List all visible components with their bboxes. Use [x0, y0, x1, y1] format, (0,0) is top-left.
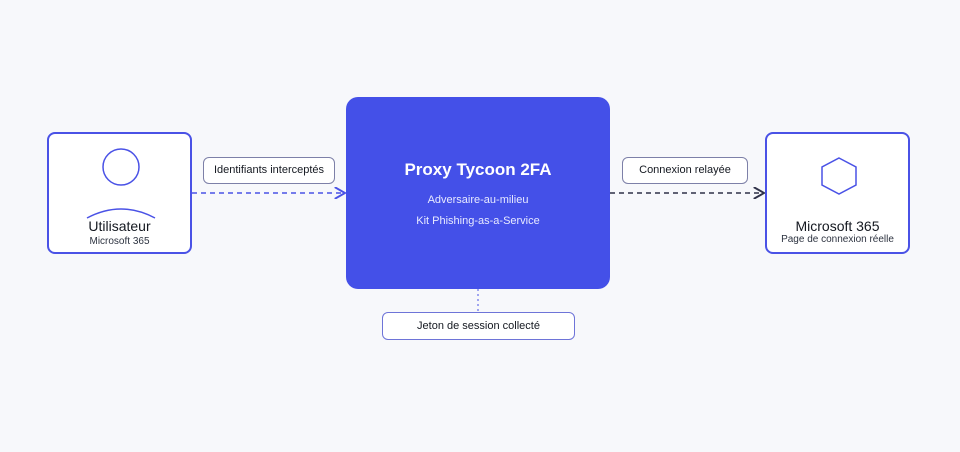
proxy-subtitle-2: Kit Phishing-as-a-Service — [416, 215, 540, 227]
microsoft-title: Microsoft 365 — [795, 218, 880, 234]
microsoft-node: Microsoft 365 Page de connexion réelle — [765, 132, 910, 254]
microsoft-subtitle: Page de connexion réelle — [781, 234, 894, 245]
proxy-subtitle-1: Adversaire-au-milieu — [427, 194, 529, 206]
user-icon — [86, 148, 156, 219]
proxy-node: Proxy Tycoon 2FA Adversaire-au-milieu Ki… — [346, 97, 610, 289]
user-subtitle: Microsoft 365 — [89, 236, 150, 247]
credentials-label: Identifiants interceptés — [203, 157, 335, 184]
hexagon-icon — [821, 157, 857, 195]
session-token-label: Jeton de session collecté — [382, 312, 575, 340]
proxy-title: Proxy Tycoon 2FA — [404, 160, 552, 179]
relay-label: Connexion relayée — [622, 157, 748, 184]
user-title: Utilisateur — [88, 218, 151, 234]
user-node: Utilisateur Microsoft 365 — [47, 132, 192, 254]
